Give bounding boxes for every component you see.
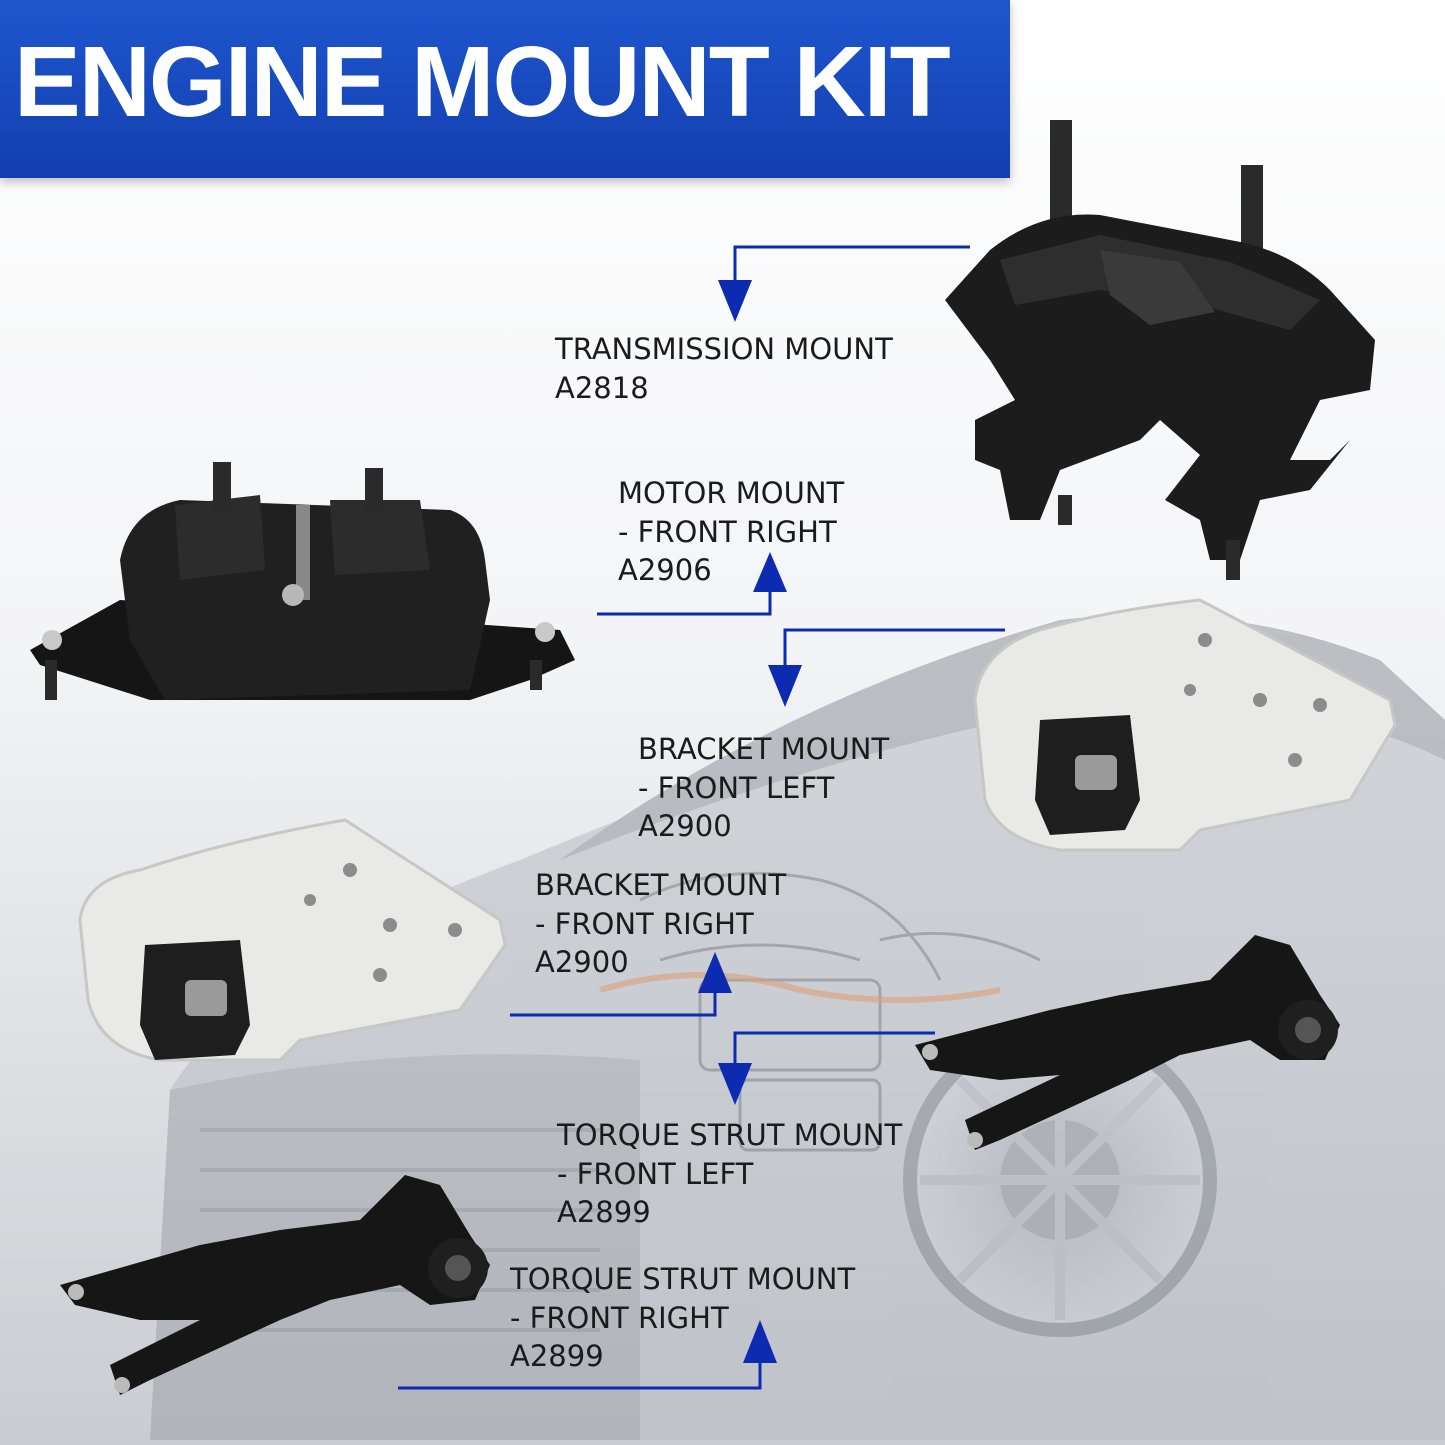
part-number: A2899 — [510, 1339, 604, 1373]
motor-mount-image — [30, 462, 575, 700]
label-bracket-front-left: BRACKET MOUNT - FRONT LEFT A2900 — [638, 730, 889, 846]
label-transmission-mount: TRANSMISSION MOUNT A2818 — [555, 330, 893, 407]
part-name: TRANSMISSION MOUNT — [555, 332, 893, 366]
bracket-front-right-image — [78, 818, 507, 1062]
part-position: - FRONT RIGHT — [535, 906, 754, 941]
part-name: TORQUE STRUT MOUNT — [557, 1118, 903, 1152]
torque-strut-front-left-image — [915, 935, 1340, 1150]
torque-strut-front-right-image — [60, 1175, 490, 1395]
label-motor-mount: MOTOR MOUNT - FRONT RIGHT A2906 — [618, 474, 844, 590]
part-number: A2900 — [638, 809, 732, 843]
part-number: A2899 — [557, 1195, 651, 1229]
label-torque-front-left: TORQUE STRUT MOUNT - FRONT LEFT A2899 — [557, 1116, 902, 1232]
arrow-transmission — [733, 245, 970, 295]
part-name: MOTOR MOUNT — [618, 476, 845, 510]
title-banner: ENGINE MOUNT KIT — [0, 0, 1010, 178]
label-torque-front-right: TORQUE STRUT MOUNT - FRONT RIGHT A2899 — [510, 1260, 855, 1376]
label-bracket-front-right: BRACKET MOUNT - FRONT RIGHT A2900 — [535, 866, 786, 982]
part-name: BRACKET MOUNT — [535, 868, 787, 902]
arrow-torque-front-left — [733, 1031, 935, 1078]
part-position: - FRONT LEFT — [638, 770, 835, 805]
part-name: TORQUE STRUT MOUNT — [510, 1262, 856, 1296]
part-position: - FRONT RIGHT — [510, 1300, 729, 1335]
bracket-front-left-image — [973, 598, 1397, 852]
part-name: BRACKET MOUNT — [638, 732, 890, 766]
transmission-mount-image — [945, 120, 1375, 580]
banner-title: ENGINE MOUNT KIT — [14, 26, 951, 138]
part-number: A2906 — [618, 553, 712, 587]
part-number: A2818 — [555, 370, 649, 405]
part-position: - FRONT LEFT — [557, 1156, 754, 1191]
part-number: A2900 — [535, 945, 629, 979]
arrow-bracket-front-left — [783, 628, 1005, 680]
part-position: - FRONT RIGHT — [618, 514, 837, 549]
